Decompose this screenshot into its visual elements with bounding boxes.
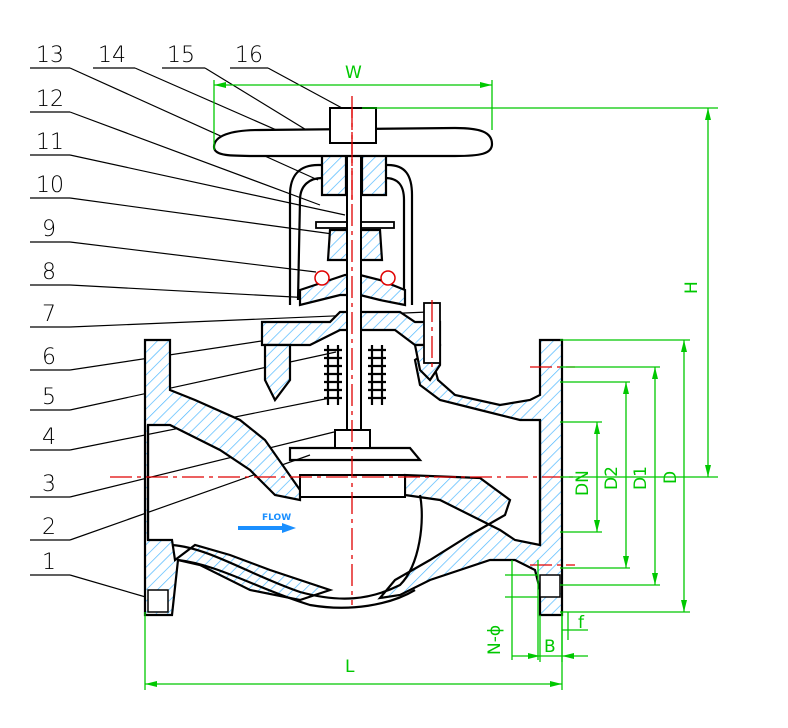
callout-12: 12 (36, 87, 64, 112)
bellows (324, 345, 386, 405)
callout-9: 9 (42, 217, 56, 242)
callout-5: 5 (42, 385, 56, 410)
callout-10: 10 (36, 173, 64, 198)
dim-label-n-phi: N-ϕ (485, 625, 505, 655)
callout-15: 15 (167, 43, 195, 68)
dim-label-d2: D2 (602, 466, 622, 490)
dim-label-w: W (345, 63, 362, 83)
handwheel (212, 107, 494, 200)
dim-label-d: D (661, 471, 681, 484)
dim-label-d1: D1 (631, 466, 651, 490)
callout-numbers: 13 14 15 16 12 11 10 9 8 7 6 5 4 3 2 1 (36, 43, 263, 575)
callout-1: 1 (42, 550, 56, 575)
callout-16: 16 (235, 43, 263, 68)
dimension-labels: W H DN D2 D1 D L N-ϕ B f (345, 63, 702, 677)
dim-label-f: f (578, 613, 585, 633)
callout-8: 8 (42, 260, 56, 285)
flow-indicator: FLOW (238, 513, 296, 533)
dim-label-h: H (682, 281, 702, 294)
dim-label-dn: DN (573, 470, 593, 496)
callout-3: 3 (42, 472, 56, 497)
callout-2: 2 (42, 515, 56, 540)
callout-6: 6 (42, 345, 56, 370)
dimension-lines (144, 80, 718, 690)
callout-7: 7 (42, 302, 56, 327)
callout-4: 4 (42, 425, 56, 450)
dim-label-b: B (544, 637, 556, 657)
valve-bonnet (288, 109, 441, 431)
dim-label-l: L (345, 657, 355, 677)
callout-14: 14 (98, 43, 126, 68)
callout-11: 11 (36, 130, 64, 155)
callout-13: 13 (36, 43, 64, 68)
flow-label: FLOW (262, 513, 291, 523)
